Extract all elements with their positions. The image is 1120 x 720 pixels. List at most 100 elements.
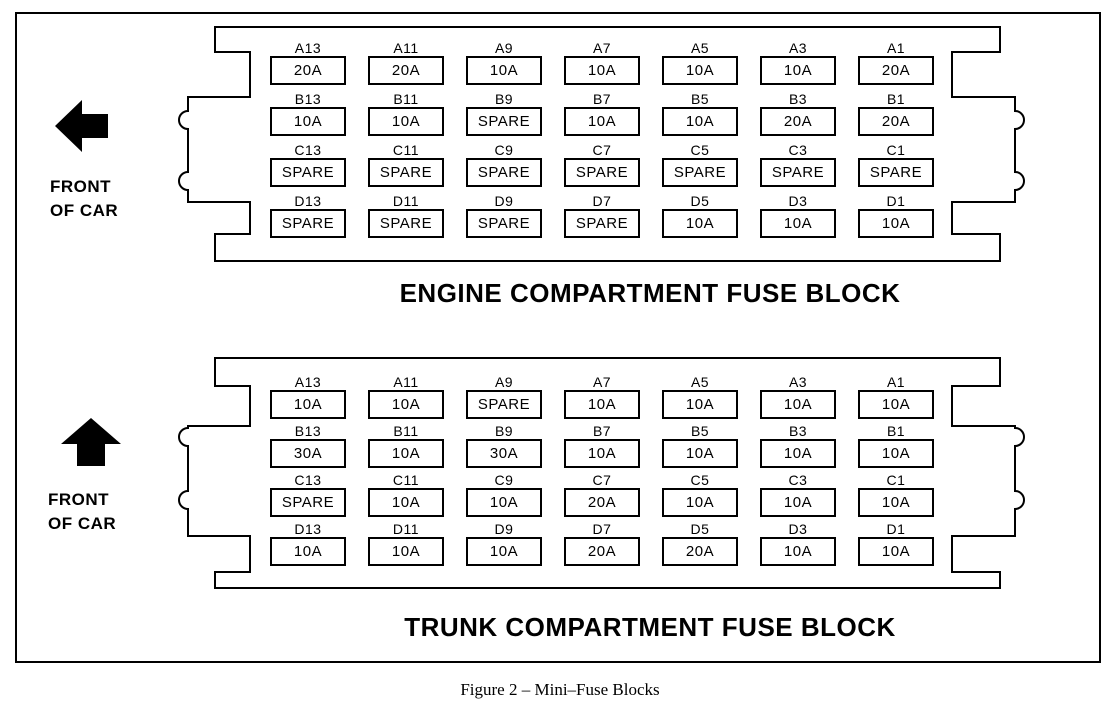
fuse-rating: 10A bbox=[270, 390, 346, 419]
figure-caption: Figure 2 – Mini–Fuse Blocks bbox=[460, 680, 660, 699]
fuse-rating: 10A bbox=[466, 537, 542, 566]
fuse-position-label: A11 bbox=[393, 374, 419, 390]
fuse-rating: 10A bbox=[270, 107, 346, 136]
fuse-position-label: D9 bbox=[494, 521, 514, 537]
fuse-rating: 10A bbox=[368, 537, 444, 566]
fuse-position-label: C3 bbox=[788, 472, 808, 488]
fuse-position-label: A3 bbox=[788, 374, 808, 390]
fuse-rating: 20A bbox=[270, 56, 346, 85]
fuse-position-label: D7 bbox=[592, 521, 612, 537]
fuse-rating: 20A bbox=[662, 537, 738, 566]
fuse-position-label: B9 bbox=[494, 423, 514, 439]
fuse-rating: 30A bbox=[466, 439, 542, 468]
fuse-rating: 30A bbox=[270, 439, 346, 468]
fuse-rating: SPARE bbox=[466, 158, 542, 187]
fuse-position-label: D1 bbox=[886, 521, 906, 537]
block-title: TRUNK COMPARTMENT FUSE BLOCK bbox=[404, 612, 896, 642]
fuse-position-label: D1 bbox=[886, 193, 906, 209]
fuse-position-label: A3 bbox=[788, 40, 808, 56]
fuse-rating: SPARE bbox=[466, 107, 542, 136]
fuse-position-label: B9 bbox=[494, 91, 514, 107]
fuse-rating: SPARE bbox=[368, 209, 444, 238]
fuse-rating: SPARE bbox=[662, 158, 738, 187]
fuse-rating: SPARE bbox=[858, 158, 934, 187]
fuse-rating: 10A bbox=[662, 56, 738, 85]
fuse-position-label: B7 bbox=[592, 423, 612, 439]
fuse-position-label: A7 bbox=[592, 40, 612, 56]
fuse-rating: SPARE bbox=[270, 488, 346, 517]
fuse-rating: 10A bbox=[858, 209, 934, 238]
fuse-rating: 10A bbox=[760, 488, 836, 517]
fuse-position-label: C3 bbox=[788, 142, 808, 158]
fuse-rating: 10A bbox=[368, 390, 444, 419]
fuse-position-label: C13 bbox=[294, 142, 322, 158]
fuse-position-label: D9 bbox=[494, 193, 514, 209]
fuse-block-outline bbox=[178, 357, 1025, 589]
fuse-position-label: A13 bbox=[294, 374, 322, 390]
fuse-rating: 10A bbox=[760, 537, 836, 566]
fuse-position-label: B11 bbox=[393, 423, 419, 439]
fuse-position-label: A9 bbox=[494, 40, 514, 56]
fuse-position-label: B3 bbox=[788, 423, 808, 439]
fuse-rating: SPARE bbox=[760, 158, 836, 187]
figure-frame bbox=[15, 12, 1101, 663]
fuse-rating: SPARE bbox=[564, 158, 640, 187]
fuse-rating: SPARE bbox=[466, 209, 542, 238]
fuse-rating: 10A bbox=[662, 439, 738, 468]
fuse-position-label: A5 bbox=[690, 40, 710, 56]
fuse-position-label: C9 bbox=[494, 472, 514, 488]
fuse-rating: 10A bbox=[564, 439, 640, 468]
fuse-position-label: C11 bbox=[392, 142, 420, 158]
fuse-rating: 10A bbox=[466, 56, 542, 85]
fuse-rating: 10A bbox=[564, 107, 640, 136]
fuse-rating: 10A bbox=[858, 439, 934, 468]
fuse-rating: 20A bbox=[858, 56, 934, 85]
fuse-rating: 10A bbox=[760, 56, 836, 85]
fuse-position-label: A1 bbox=[886, 40, 906, 56]
fuse-block-outline bbox=[178, 26, 1025, 262]
fuse-position-label: D11 bbox=[392, 521, 420, 537]
fuse-rating: 10A bbox=[368, 488, 444, 517]
fuse-position-label: C5 bbox=[690, 472, 710, 488]
fuse-rating: 10A bbox=[368, 439, 444, 468]
fuse-rating: 10A bbox=[760, 209, 836, 238]
fuse-position-label: B11 bbox=[393, 91, 419, 107]
fuse-rating: SPARE bbox=[466, 390, 542, 419]
fuse-position-label: C7 bbox=[592, 142, 612, 158]
fuse-position-label: B5 bbox=[690, 423, 710, 439]
fuse-rating: SPARE bbox=[270, 158, 346, 187]
block-title: ENGINE COMPARTMENT FUSE BLOCK bbox=[399, 278, 901, 308]
